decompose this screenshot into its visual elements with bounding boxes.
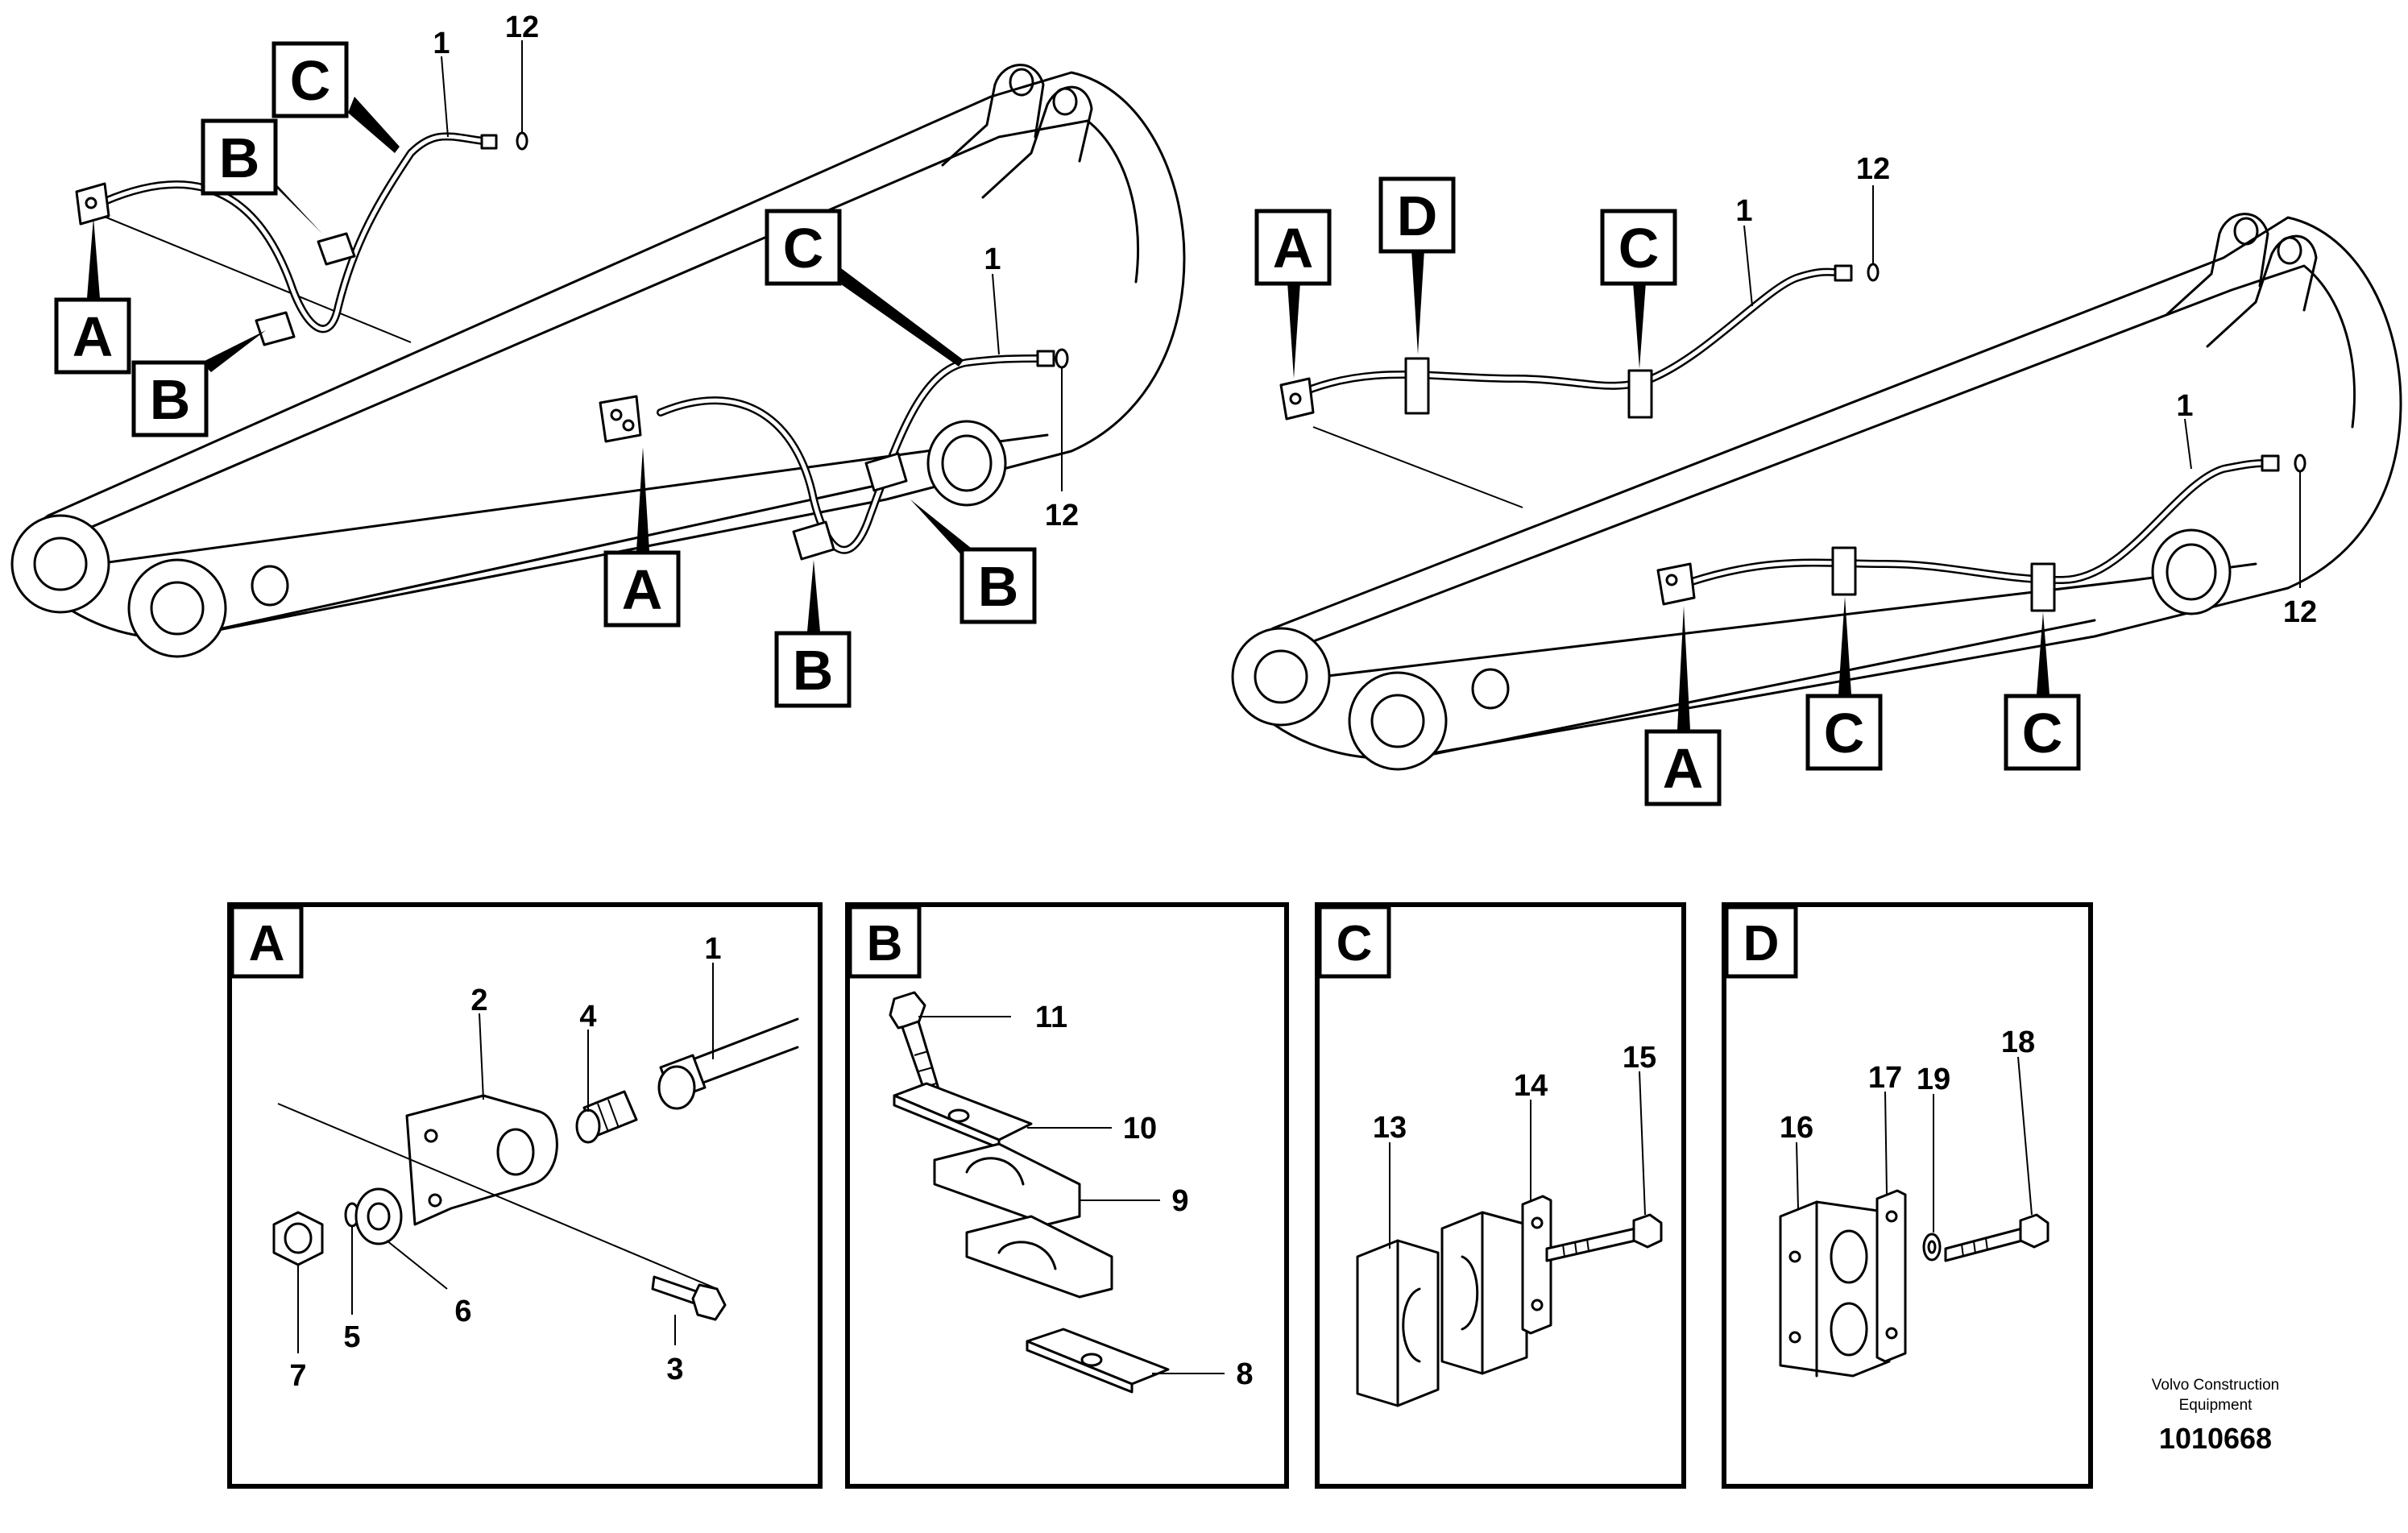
svg-text:C: C	[783, 217, 824, 280]
callout-a-right-top: A	[1254, 209, 1332, 379]
left-boom-assembly	[10, 64, 1186, 658]
label-15: 15	[1623, 1041, 1656, 1075]
label-3: 3	[666, 1353, 683, 1386]
svg-text:A: A	[622, 558, 663, 621]
callout-b-left-right: B	[910, 499, 1037, 624]
detail-panel-c: C 13 14 15	[1315, 902, 1686, 1489]
label-8: 8	[1236, 1357, 1253, 1391]
callout-d-right-top: D	[1378, 176, 1456, 354]
svg-text:C: C	[290, 49, 331, 112]
label-12-right-top: 12	[1856, 152, 1890, 186]
svg-text:C: C	[2022, 702, 2063, 764]
callout-a-right-bottom: A	[1644, 606, 1722, 806]
label-5: 5	[343, 1320, 360, 1354]
svg-text:C: C	[1824, 702, 1865, 764]
label-2: 2	[470, 984, 487, 1017]
svg-text:B: B	[978, 555, 1019, 618]
label-12-right-mid: 12	[2283, 595, 2317, 629]
callout-b-left-bottom: B	[774, 560, 852, 708]
credit-line-2: Equipment	[2179, 1397, 2253, 1414]
panel-d-letter: D	[1743, 916, 1780, 972]
svg-text:A: A	[1663, 737, 1704, 800]
label-13: 13	[1373, 1111, 1407, 1145]
callout-b-left-top: B	[201, 118, 330, 242]
label-12-left-top: 12	[505, 10, 539, 44]
callout-a-left-mid: A	[603, 447, 681, 628]
callout-c-left-mid: C	[765, 209, 964, 367]
credit-line-1: Volvo Construction	[2152, 1377, 2279, 1394]
label-10: 10	[1123, 1112, 1157, 1146]
detail-panel-d: D 16 17 19 18	[1722, 902, 2093, 1489]
svg-text:B: B	[150, 368, 191, 431]
label-1-left-top: 1	[433, 27, 450, 60]
svg-text:A: A	[1273, 217, 1314, 280]
svg-text:A: A	[73, 305, 114, 368]
detail-panel-a: A 2 4 1 7 5 6	[227, 902, 823, 1489]
label-1-right-top: 1	[1735, 194, 1752, 228]
label-1-detail-a: 1	[704, 932, 721, 966]
label-7: 7	[289, 1359, 306, 1393]
callout-c-right-top: C	[1600, 209, 1677, 369]
label-19: 19	[1917, 1063, 1950, 1096]
panel-b-letter: B	[867, 916, 903, 972]
label-14: 14	[1514, 1069, 1548, 1103]
svg-text:B: B	[793, 639, 834, 702]
detail-panel-b: B 11 10 9 8	[845, 902, 1289, 1489]
panel-a-letter: A	[249, 916, 285, 972]
label-4: 4	[579, 1000, 596, 1034]
label-9: 9	[1171, 1184, 1188, 1218]
footer: Volvo Construction Equipment 1010668	[2152, 1377, 2279, 1455]
callout-c-left-top: C	[271, 41, 400, 153]
callout-b-left-lower: B	[131, 330, 266, 437]
callout-c-right-bottom-1: C	[1805, 596, 1883, 771]
right-boom-assembly	[1231, 213, 2402, 771]
label-12-left-mid: 12	[1045, 499, 1079, 532]
label-11: 11	[1035, 1001, 1067, 1034]
label-1-left-mid: 1	[984, 242, 1001, 276]
panel-c-letter: C	[1337, 916, 1373, 972]
callouts: C B A B C A B	[54, 41, 2081, 806]
document-number: 1010668	[2159, 1422, 2272, 1455]
callout-c-right-bottom-2: C	[2004, 612, 2081, 771]
label-18: 18	[2001, 1025, 2035, 1059]
callout-a-left-top: A	[54, 218, 131, 375]
label-1-right-mid: 1	[2176, 389, 2193, 423]
assembly-part-labels: 1 12 1 12 1 12 1 12	[433, 10, 2317, 629]
label-17: 17	[1868, 1061, 1902, 1095]
svg-text:D: D	[1397, 184, 1438, 247]
label-16: 16	[1780, 1111, 1813, 1145]
svg-text:C: C	[1618, 217, 1660, 280]
label-6: 6	[454, 1295, 471, 1328]
svg-text:B: B	[219, 126, 260, 189]
